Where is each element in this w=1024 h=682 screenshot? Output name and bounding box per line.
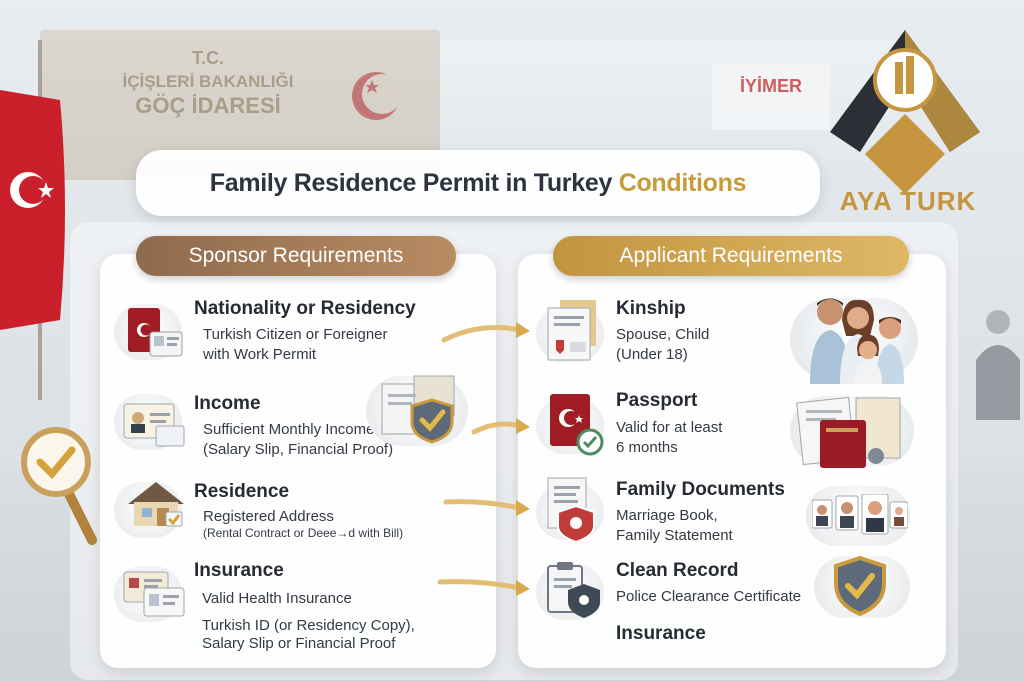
applicant-item-1-line-2: (Under 18) <box>616 346 688 363</box>
house-icon <box>128 482 184 527</box>
company-sign-text: İYİMER <box>739 76 802 96</box>
background-person <box>976 310 1020 420</box>
arrow-icon <box>437 579 530 596</box>
page-title-accent: Conditions <box>618 169 747 197</box>
turkish-flag-icon <box>0 90 65 330</box>
shield-check-icon <box>834 556 886 616</box>
applicant-item-2-line-2: 6 months <box>616 439 678 456</box>
sponsor-item-4-line-2: Turkish ID (or Residency Copy), <box>202 617 415 634</box>
logo-name: AYA TURK <box>839 186 977 216</box>
page-title: Family Residence Permit in Turkey Condit… <box>136 150 820 216</box>
sponsor-item-4-title: Insurance <box>194 560 284 581</box>
documents-shield-icon <box>381 375 455 444</box>
page-title-main: Family Residence Permit in Turkey <box>209 169 613 197</box>
applicant-item-2-line-1: Valid for at least <box>616 419 723 436</box>
sponsor-item-2-line-2: (Salary Slip, Financial Proof) <box>203 441 394 458</box>
crescent-emblem-icon <box>352 72 402 120</box>
family-document-icon <box>547 477 595 542</box>
passport-id-icon <box>128 308 183 357</box>
applicant-item-3-line-1: Marriage Book, <box>616 507 718 524</box>
family-photo-icon <box>810 298 904 384</box>
office-sign-line-2: İÇİŞLERİ BAKANLIĞI <box>122 72 294 91</box>
arrow-icon <box>443 499 530 516</box>
applicant-item-1-line-1: Spouse, Child <box>616 326 710 343</box>
applicant-item-1-title: Kinship <box>616 298 686 319</box>
certificate-icon <box>547 300 596 361</box>
turkish-passport-icon <box>550 394 604 456</box>
passport-documents-icon <box>796 396 901 468</box>
sponsor-item-1-line-2: with Work Permit <box>203 346 317 363</box>
sponsor-item-3-line-1: Registered Address <box>203 508 334 525</box>
applicant-item-4-line-1: Police Clearance Certificate <box>616 588 802 605</box>
office-sign: T.C. İÇİŞLERİ BAKANLIĞI GÖÇ İDARESİ <box>118 46 298 118</box>
applicant-item-3-line-2: Family Statement <box>616 527 733 544</box>
documents-icon <box>123 571 185 617</box>
office-sign-line-1: T.C. <box>191 48 224 68</box>
sponsor-item-4-line-3: Salary Slip or Financial Proof <box>202 635 396 652</box>
sponsor-item-3-line-2: (Rental Contract or Deee→d with Bill) <box>203 526 404 540</box>
title-box: Family Residence Permit in Turkey Condit… <box>136 150 820 216</box>
sponsor-header: Sponsor Requirements <box>136 236 456 276</box>
applicant-item-5-title: Insurance <box>616 623 706 644</box>
arrow-icon <box>471 418 530 435</box>
applicant-item-3-title: Family Documents <box>616 479 785 500</box>
sponsor-item-1-title: Nationality or Residency <box>194 298 416 319</box>
aya-turk-logo <box>830 30 980 194</box>
arrow-icon <box>441 322 530 343</box>
applicant-item-4-title: Clean Record <box>616 560 739 581</box>
sponsor-item-1-line-1: Turkish Citizen or Foreigner <box>203 326 388 343</box>
office-sign-line-3: GÖÇ İDARESİ <box>135 93 281 118</box>
id-card-icon <box>123 403 185 447</box>
magnifier-check-icon <box>21 427 97 545</box>
sponsor-item-2-title: Income <box>194 393 261 414</box>
applicant-header: Applicant Requirements <box>553 236 909 276</box>
applicant-item-2-title: Passport <box>616 390 698 411</box>
family-avatars-icon <box>812 494 908 535</box>
sponsor-item-4-line-1: Valid Health Insurance <box>202 590 352 607</box>
sponsor-item-2-line-1: Sufficient Monthly Income, <box>203 421 379 438</box>
company-sign: İYİMER <box>712 64 830 130</box>
sponsor-item-3-title: Residence <box>194 481 290 502</box>
clipboard-shield-icon <box>547 562 600 618</box>
